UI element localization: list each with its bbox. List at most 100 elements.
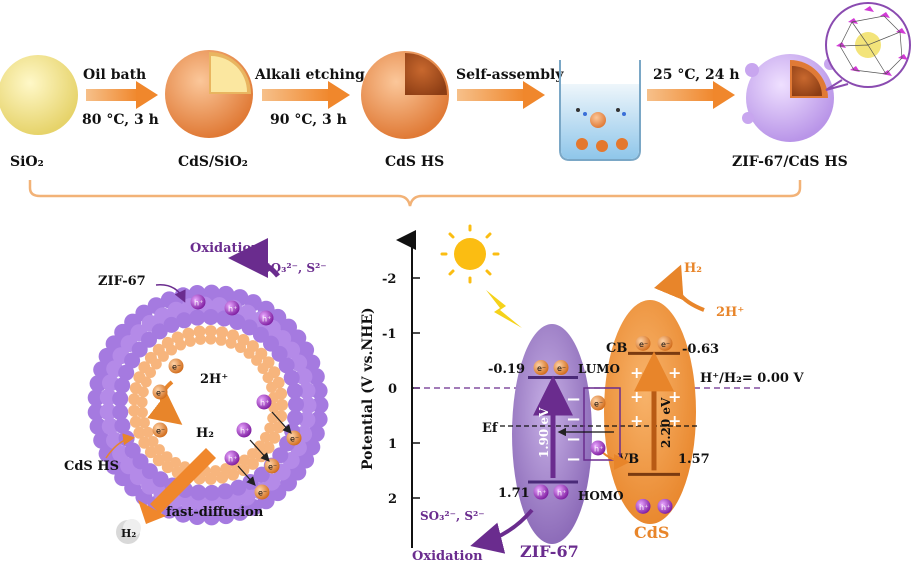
zif67-particle: [118, 364, 135, 381]
fermi-level-label: Ef: [482, 421, 499, 436]
cds-particle: [140, 376, 152, 388]
zif67-particle: [288, 396, 304, 413]
hole-icon: h⁺: [590, 440, 606, 456]
electron-icon: e⁻: [264, 458, 280, 474]
cds-particle: [147, 436, 159, 447]
zif67-particle: [241, 319, 258, 336]
hole-icon: h⁺: [635, 498, 651, 514]
cds-particle: [235, 342, 246, 353]
svg-text:h⁺: h⁺: [537, 489, 546, 498]
cds-particle: [268, 402, 280, 414]
cds-particle: [133, 426, 146, 439]
zif67-particle: [310, 410, 328, 428]
process-arrow-1: [86, 81, 158, 109]
zif67-cds-sphere: [742, 54, 836, 142]
zif67-particle: [230, 479, 247, 496]
zif67-particle: [203, 484, 220, 501]
cds-particle: [184, 335, 196, 347]
cds-particle: [239, 454, 250, 466]
zif67-particle: [210, 297, 228, 315]
cds-particle: [129, 415, 142, 428]
zif67-particle: [297, 341, 315, 359]
svg-text:h⁺: h⁺: [228, 305, 237, 314]
zif67-particle: [87, 403, 105, 421]
charge-transfer-box: [583, 387, 621, 461]
svg-text:e⁻: e⁻: [537, 364, 546, 373]
zif67-particle: [189, 309, 206, 326]
cds-particle: [225, 337, 237, 349]
synthesis-route: SiO₂ Oil bath 80 °C, 3 h CdS/SiO₂ Alkali…: [0, 2, 911, 207]
cds-cb-label: CB: [606, 341, 627, 356]
zif67-particle: [278, 357, 295, 374]
hole-icon: h⁺: [258, 310, 274, 326]
cds-particle: [175, 339, 187, 351]
process-arrow-3: [457, 81, 545, 109]
zif67-particle: [229, 314, 246, 330]
process-arrow-2: [262, 81, 350, 109]
hole-icon: h⁺: [224, 300, 240, 316]
zif67-particle: [303, 438, 321, 456]
zif67-particle: [310, 382, 328, 400]
svg-text:h⁺: h⁺: [639, 503, 648, 512]
cds-particle: [153, 444, 165, 456]
zif67-particle: [105, 457, 123, 475]
zif67-material-label: ZIF-67: [520, 542, 579, 561]
svg-text:h⁺: h⁺: [661, 503, 670, 512]
cds-particle: [272, 421, 285, 434]
cds-gap-label: 2.20 eV: [659, 397, 673, 448]
electron-icon: e⁻: [286, 430, 302, 446]
step2-bottom-label: 90 °C, 3 h: [270, 112, 347, 128]
y-axis-tick-label: 0: [388, 382, 397, 397]
oxidation-label-right: Oxidation: [412, 549, 483, 562]
process-arrow-4: [647, 81, 735, 109]
zif67-particle: [217, 483, 234, 500]
cds-particle: [266, 381, 278, 393]
svg-text:e⁻: e⁻: [156, 427, 165, 436]
cds-particle: [144, 446, 157, 459]
zif67-particle: [295, 368, 313, 386]
zif67-pointer-label: ZIF-67: [98, 274, 146, 289]
cds-particle: [157, 350, 169, 362]
svg-text:e⁻: e⁻: [172, 363, 181, 372]
h2-evolution-arrow-right: [654, 264, 705, 312]
cds-particle: [260, 432, 271, 443]
h2-label-inner: H₂: [196, 426, 214, 441]
svg-text:−: −: [566, 389, 581, 410]
material-label-cds-sio2: CdS/SiO₂: [178, 154, 248, 170]
svg-text:e⁻: e⁻: [639, 340, 648, 349]
hole-icon: h⁺: [190, 294, 206, 310]
zif67-particle: [93, 431, 111, 449]
electron-icon: e⁻: [553, 360, 569, 376]
zif67-shell: [87, 284, 329, 526]
zif67-particle: [307, 368, 325, 386]
cds-particle: [220, 463, 232, 475]
zif67-particle: [98, 347, 116, 365]
hole-icon: h⁺: [224, 450, 240, 466]
cds-particle: [137, 386, 149, 398]
electron-icon: e⁻: [152, 422, 168, 438]
zif67-particle: [112, 404, 129, 421]
material-label-sio2: SiO₂: [10, 154, 44, 170]
band-carriers: e⁻e⁻h⁺h⁺e⁻e⁻h⁺h⁺e⁻h⁺: [533, 335, 673, 514]
proton-label-right: 2H⁺: [716, 305, 744, 320]
zif67-particle: [99, 388, 117, 406]
zif67-particle: [181, 494, 198, 512]
y-axis-label: Potential (V vs.NHE): [360, 307, 376, 470]
zif67-particle: [283, 369, 300, 386]
zif67-particle: [163, 316, 180, 333]
cds-particle: [136, 396, 148, 408]
cds-particle: [210, 465, 221, 477]
cds-particle: [166, 344, 177, 356]
material-label-zif67-cds-hs: ZIF-67/CdS HS: [732, 154, 848, 170]
zif67-particle: [89, 375, 107, 393]
zif67-homo-value: 1.71: [498, 486, 530, 501]
zif67-gap-label: 1.90 eV: [537, 407, 551, 458]
zif67-lumo-label: LUMO: [578, 362, 620, 376]
zif67-particle: [299, 396, 317, 414]
svg-text:h⁺: h⁺: [194, 299, 203, 308]
hole-icon: h⁺: [256, 394, 272, 410]
connector-bracket: [28, 180, 802, 207]
cds-particle: [205, 333, 217, 345]
svg-text:h⁺: h⁺: [262, 315, 271, 324]
step3-top-label: Self-assembly: [456, 67, 564, 83]
